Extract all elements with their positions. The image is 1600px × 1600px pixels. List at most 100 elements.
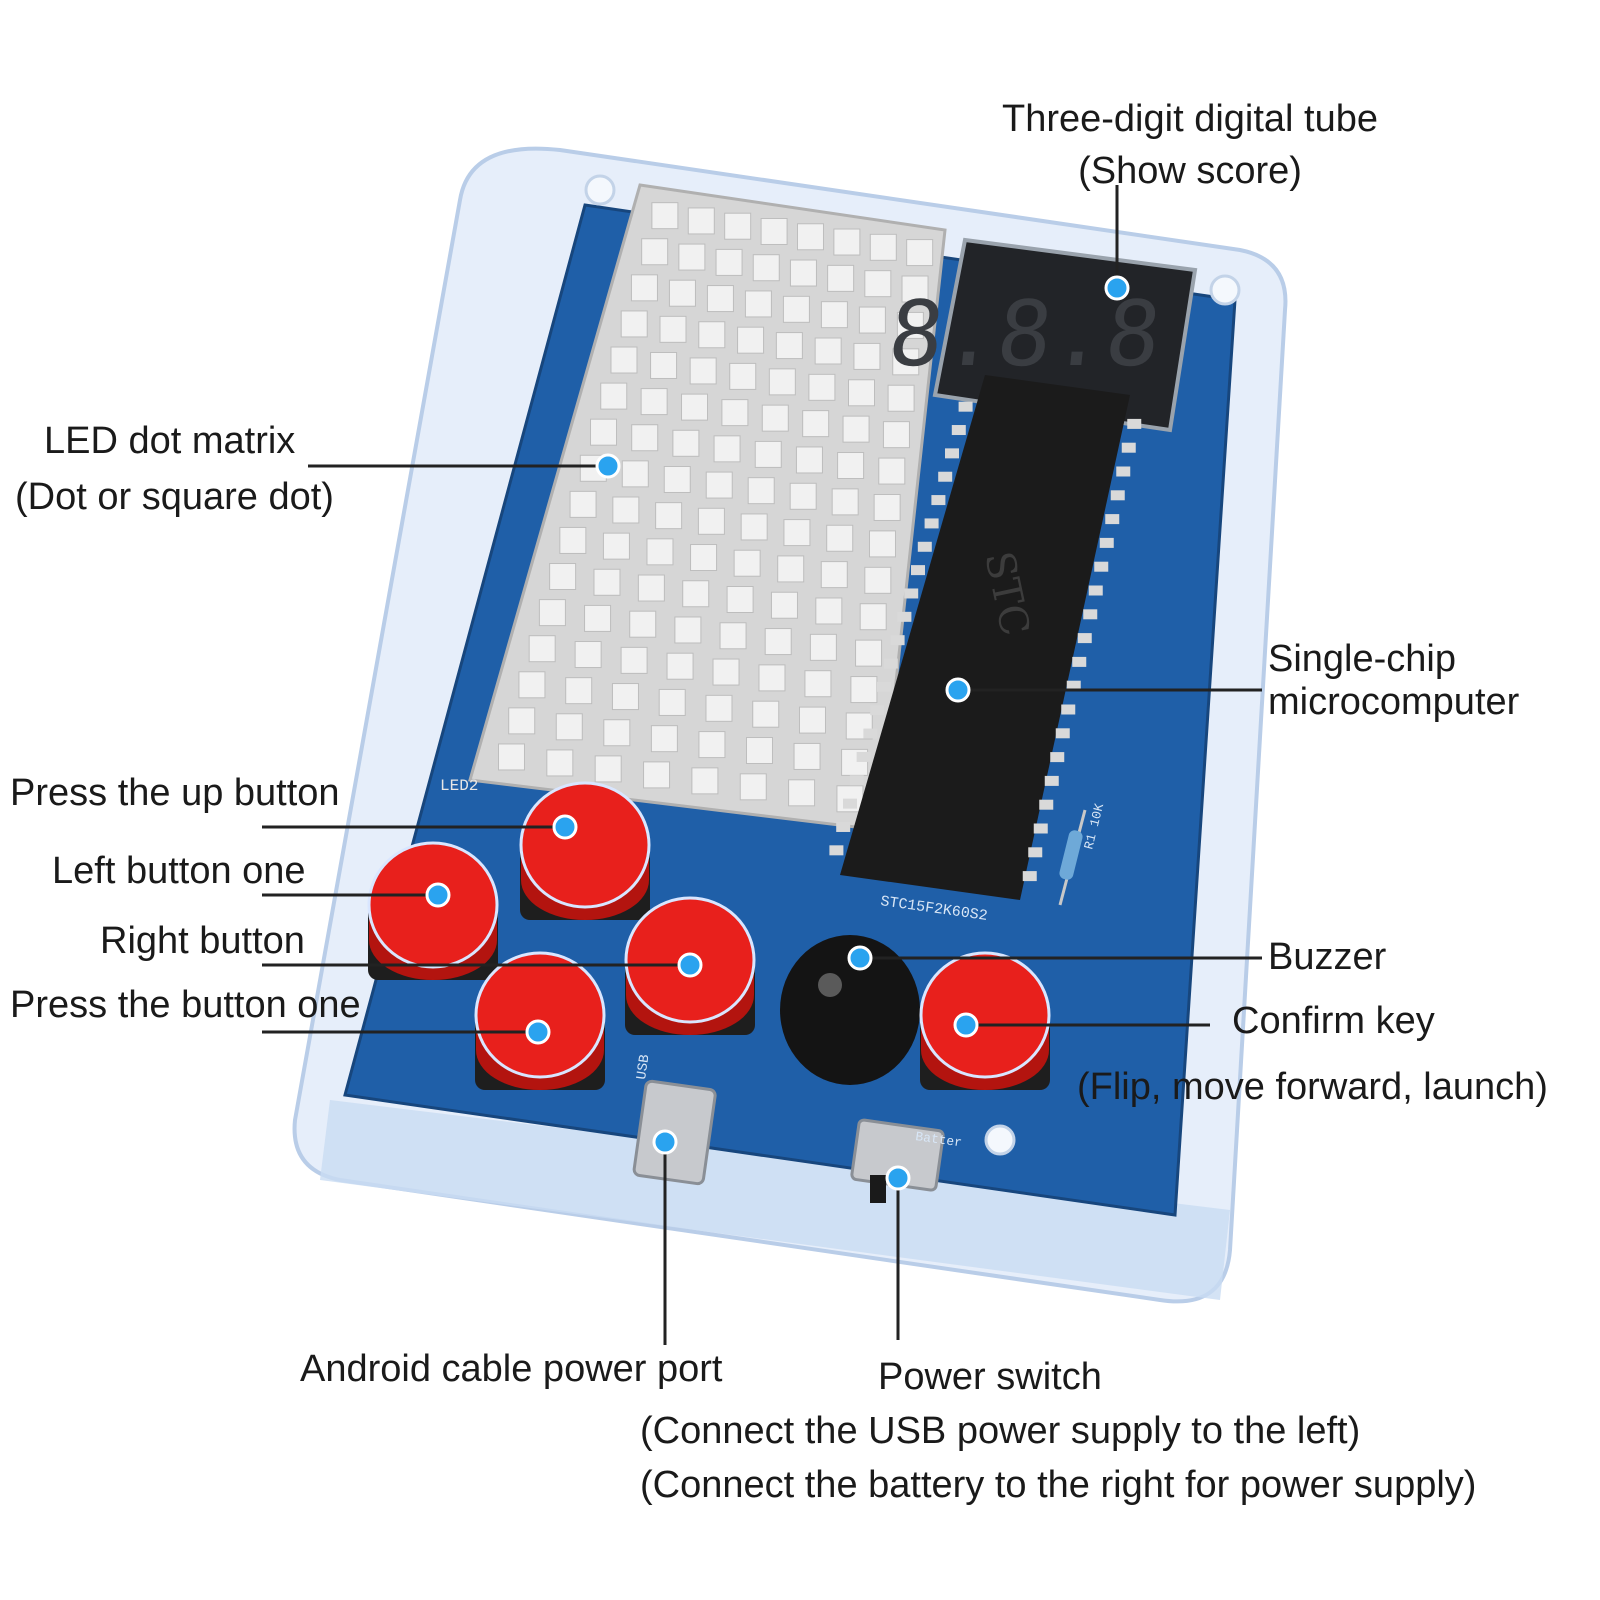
chip-pin: [945, 448, 959, 459]
led-pixel: [724, 212, 752, 240]
switch-callout-battery-note: (Connect the battery to the right for po…: [640, 1464, 1477, 1506]
led-pixel: [593, 568, 621, 596]
led-pixel: [721, 399, 749, 427]
left-button[interactable]: [367, 841, 499, 980]
switch-callout-title: Power switch: [878, 1356, 1102, 1398]
led-pixel: [508, 707, 536, 735]
chip-pin: [1116, 466, 1131, 477]
led-pixel: [737, 326, 765, 354]
led-pixel: [698, 731, 726, 759]
tube-callout-dot: [1104, 275, 1130, 301]
led-pixel: [873, 493, 901, 521]
chip-pin: [897, 611, 912, 622]
led-pixel: [760, 217, 788, 245]
led-pixel: [752, 700, 780, 728]
led-pixel: [641, 238, 669, 266]
led-pixel: [546, 749, 574, 777]
led-pixel: [620, 646, 648, 674]
chip-pin: [1022, 871, 1037, 882]
led-pixel: [672, 429, 700, 457]
chip-pin: [1094, 561, 1109, 572]
led-pixel: [555, 713, 583, 741]
led-pixel: [603, 719, 631, 747]
led-pixel: [620, 310, 648, 338]
led-pixel: [831, 488, 859, 516]
chip-pin: [1050, 752, 1065, 763]
led-pixel: [847, 379, 875, 407]
chip-pin: [1105, 514, 1120, 525]
led-pixel: [690, 544, 718, 572]
led-pixel: [747, 477, 775, 505]
up-button-callout-label: Press the up button: [10, 772, 340, 814]
matrix-callout-title: LED dot matrix: [44, 420, 296, 462]
led-pixel: [629, 610, 657, 638]
led-pixel: [663, 465, 691, 493]
led-pixel: [687, 207, 715, 235]
led-pixel: [793, 742, 821, 770]
led-pixel: [658, 688, 686, 716]
standoff-top-right: [1209, 274, 1241, 306]
led-pixel: [668, 279, 696, 307]
chip-pin: [1055, 728, 1070, 739]
led-pixel: [820, 301, 848, 329]
led-pixel: [528, 635, 556, 663]
led-matrix: LED2: [440, 183, 947, 832]
led-pixel: [775, 332, 803, 360]
port-callout-dot: [652, 1129, 678, 1155]
led-pixel: [574, 641, 602, 669]
led-pixel: [814, 337, 842, 365]
led-pixel: [789, 259, 817, 287]
led-pixel: [705, 471, 733, 499]
led-pixel: [659, 315, 687, 343]
led-pixel: [681, 393, 709, 421]
chip-pin: [1033, 823, 1048, 834]
chip-callout-title: Single-chip: [1268, 638, 1456, 680]
port-callout-label: Android cable power port: [300, 1348, 723, 1390]
led-pixel: [726, 585, 754, 613]
up-button-callout-dot: [552, 814, 578, 840]
chip-pin: [924, 518, 939, 529]
led-pixel: [637, 574, 665, 602]
chip-pin: [890, 635, 905, 646]
led-pixel: [826, 524, 854, 552]
led-pixel: [666, 652, 694, 680]
led-pixel: [783, 519, 811, 547]
chip-pin: [1072, 656, 1087, 667]
confirm-button[interactable]: [919, 951, 1051, 1090]
led-pixel: [689, 357, 717, 385]
led-pixel: [611, 683, 639, 711]
chip-pin: [1066, 680, 1081, 691]
led-pixel: [777, 555, 805, 583]
buzzer-callout-label: Buzzer: [1268, 936, 1387, 978]
led-pixel: [559, 526, 587, 554]
led-pixel: [906, 239, 934, 267]
up-button[interactable]: [519, 781, 651, 920]
led-pixel: [569, 490, 597, 518]
led-pixel: [808, 373, 836, 401]
led-pixel: [820, 561, 848, 589]
led-pixel: [859, 603, 887, 631]
led-pixel: [795, 446, 823, 474]
standoff-top-left: [584, 174, 616, 206]
chip-pin: [1110, 490, 1125, 501]
chip-pin: [1088, 585, 1103, 596]
led-pixel: [719, 622, 747, 650]
led-pixel: [565, 677, 593, 705]
led-pixel: [621, 460, 649, 488]
led-pixel: [518, 671, 546, 699]
led-pixel: [733, 549, 761, 577]
led-pixel: [752, 254, 780, 282]
led-pixel: [864, 566, 892, 594]
led-pixel: [833, 228, 861, 256]
tube-callout-label: Three-digit digital tube (Show score): [990, 96, 1390, 195]
confirm-callout-dot: [953, 1012, 979, 1038]
led-pixel: [610, 346, 638, 374]
led-pixel: [715, 248, 743, 276]
chip-pins: [829, 401, 1142, 882]
led-pixel: [901, 275, 929, 303]
led-pixel: [754, 440, 782, 468]
led-pixel: [682, 580, 710, 608]
down-button[interactable]: [474, 951, 606, 1090]
chip-pin: [931, 495, 946, 506]
led-pixel: [878, 457, 906, 485]
